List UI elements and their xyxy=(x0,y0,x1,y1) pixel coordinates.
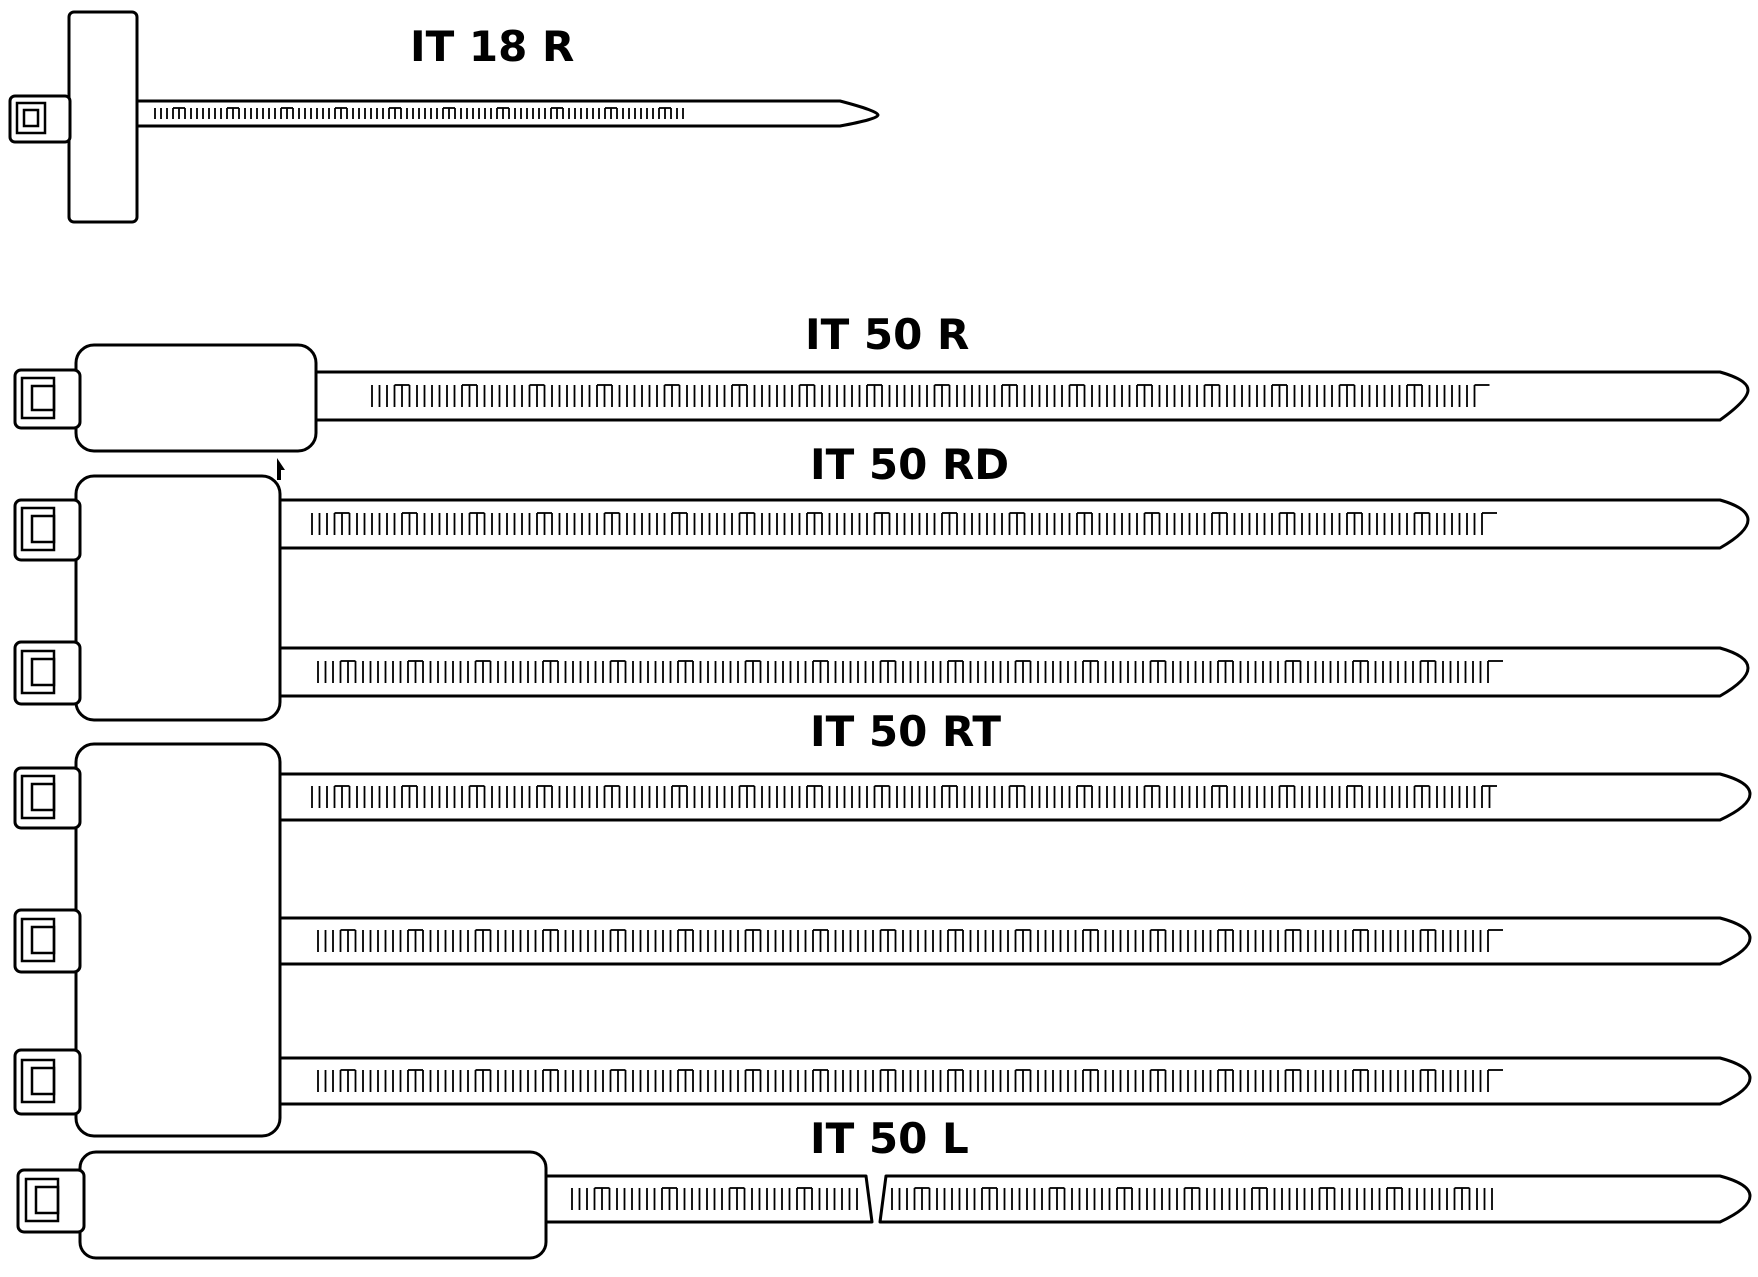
tie-label-it18r: IT 18 R xyxy=(410,22,574,71)
tie-it50r-teeth xyxy=(371,384,1490,407)
tie-it50rd-label-plate xyxy=(74,474,282,722)
tie-it50r-lock-head xyxy=(13,368,82,430)
tie-it50rt-lock-slot-2-inner xyxy=(30,925,56,955)
tie-it18r-teeth xyxy=(154,107,684,119)
tie-it50rt-strap-2-teeth xyxy=(317,929,1503,952)
tie-it50rd-strap-2 xyxy=(274,646,1750,698)
tie-it50rt-strap-3-teeth xyxy=(317,1069,1503,1092)
tie-it18r-label-plate xyxy=(67,10,139,224)
tie-it18r-lock-head xyxy=(8,94,72,144)
tie-label-it50rd: IT 50 RD xyxy=(810,440,1009,489)
tie-it50r-label-plate xyxy=(74,343,318,453)
tie-it50rt-strap-3 xyxy=(274,1056,1752,1106)
tie-it50l-strap-right-teeth xyxy=(891,1187,1493,1210)
tie-it50rd-lock-head-2 xyxy=(13,640,82,706)
tie-it50r-lock-slot-inner xyxy=(30,384,56,412)
tie-it18r-lock-slot-outer xyxy=(15,101,47,135)
tie-it50rt-lock-head-3 xyxy=(13,1048,82,1116)
tie-it50rd: IT 50 RD xyxy=(13,440,1750,722)
tie-it50rd-lock-slot-1-inner xyxy=(30,514,56,544)
tie-label-it50r: IT 50 R xyxy=(805,310,969,359)
tie-it50rt-lock-slot-3-inner xyxy=(30,1066,56,1096)
tie-it50l-strap-left-teeth xyxy=(571,1187,858,1210)
tie-it50r: IT 50 R xyxy=(13,310,1750,480)
tie-it50l-strap-right xyxy=(878,1174,1752,1224)
tie-it50rt-lock-head-2 xyxy=(13,908,82,974)
tie-it50rt-strap-1 xyxy=(274,772,1752,822)
tie-it50rt-lock-slot-1-inner xyxy=(30,782,56,812)
tie-it50l-lock-head xyxy=(16,1168,86,1234)
tie-it50l-label-plate xyxy=(78,1150,548,1260)
tie-it18r: IT 18 R xyxy=(8,10,880,224)
tie-it50rt: IT 50 RT xyxy=(13,707,1752,1138)
tie-it50r-pointer-arrow xyxy=(277,458,285,480)
tie-label-it50rt: IT 50 RT xyxy=(810,707,1001,756)
tie-it18r-lock-slot-inner xyxy=(22,108,40,128)
tie-it50l-strap-left xyxy=(538,1174,874,1224)
tie-it50rd-lock-slot-2-inner xyxy=(30,657,56,687)
tie-label-it50l: IT 50 L xyxy=(810,1114,969,1163)
tie-it50rd-strap-1-teeth xyxy=(311,512,1497,535)
tie-it50rd-strap-1 xyxy=(274,498,1750,550)
tie-it50r-strap xyxy=(310,370,1750,422)
tie-it50rt-strap-2 xyxy=(274,916,1752,966)
tie-it50rt-label-plate xyxy=(74,742,282,1138)
tie-it50l: IT 50 L xyxy=(16,1114,1752,1260)
tie-it50l-lock-slot-inner xyxy=(34,1185,60,1215)
tie-it50rt-strap-1-teeth xyxy=(311,785,1497,808)
tie-it50rd-strap-2-teeth xyxy=(317,660,1503,683)
tie-it18r-strap xyxy=(128,99,880,128)
